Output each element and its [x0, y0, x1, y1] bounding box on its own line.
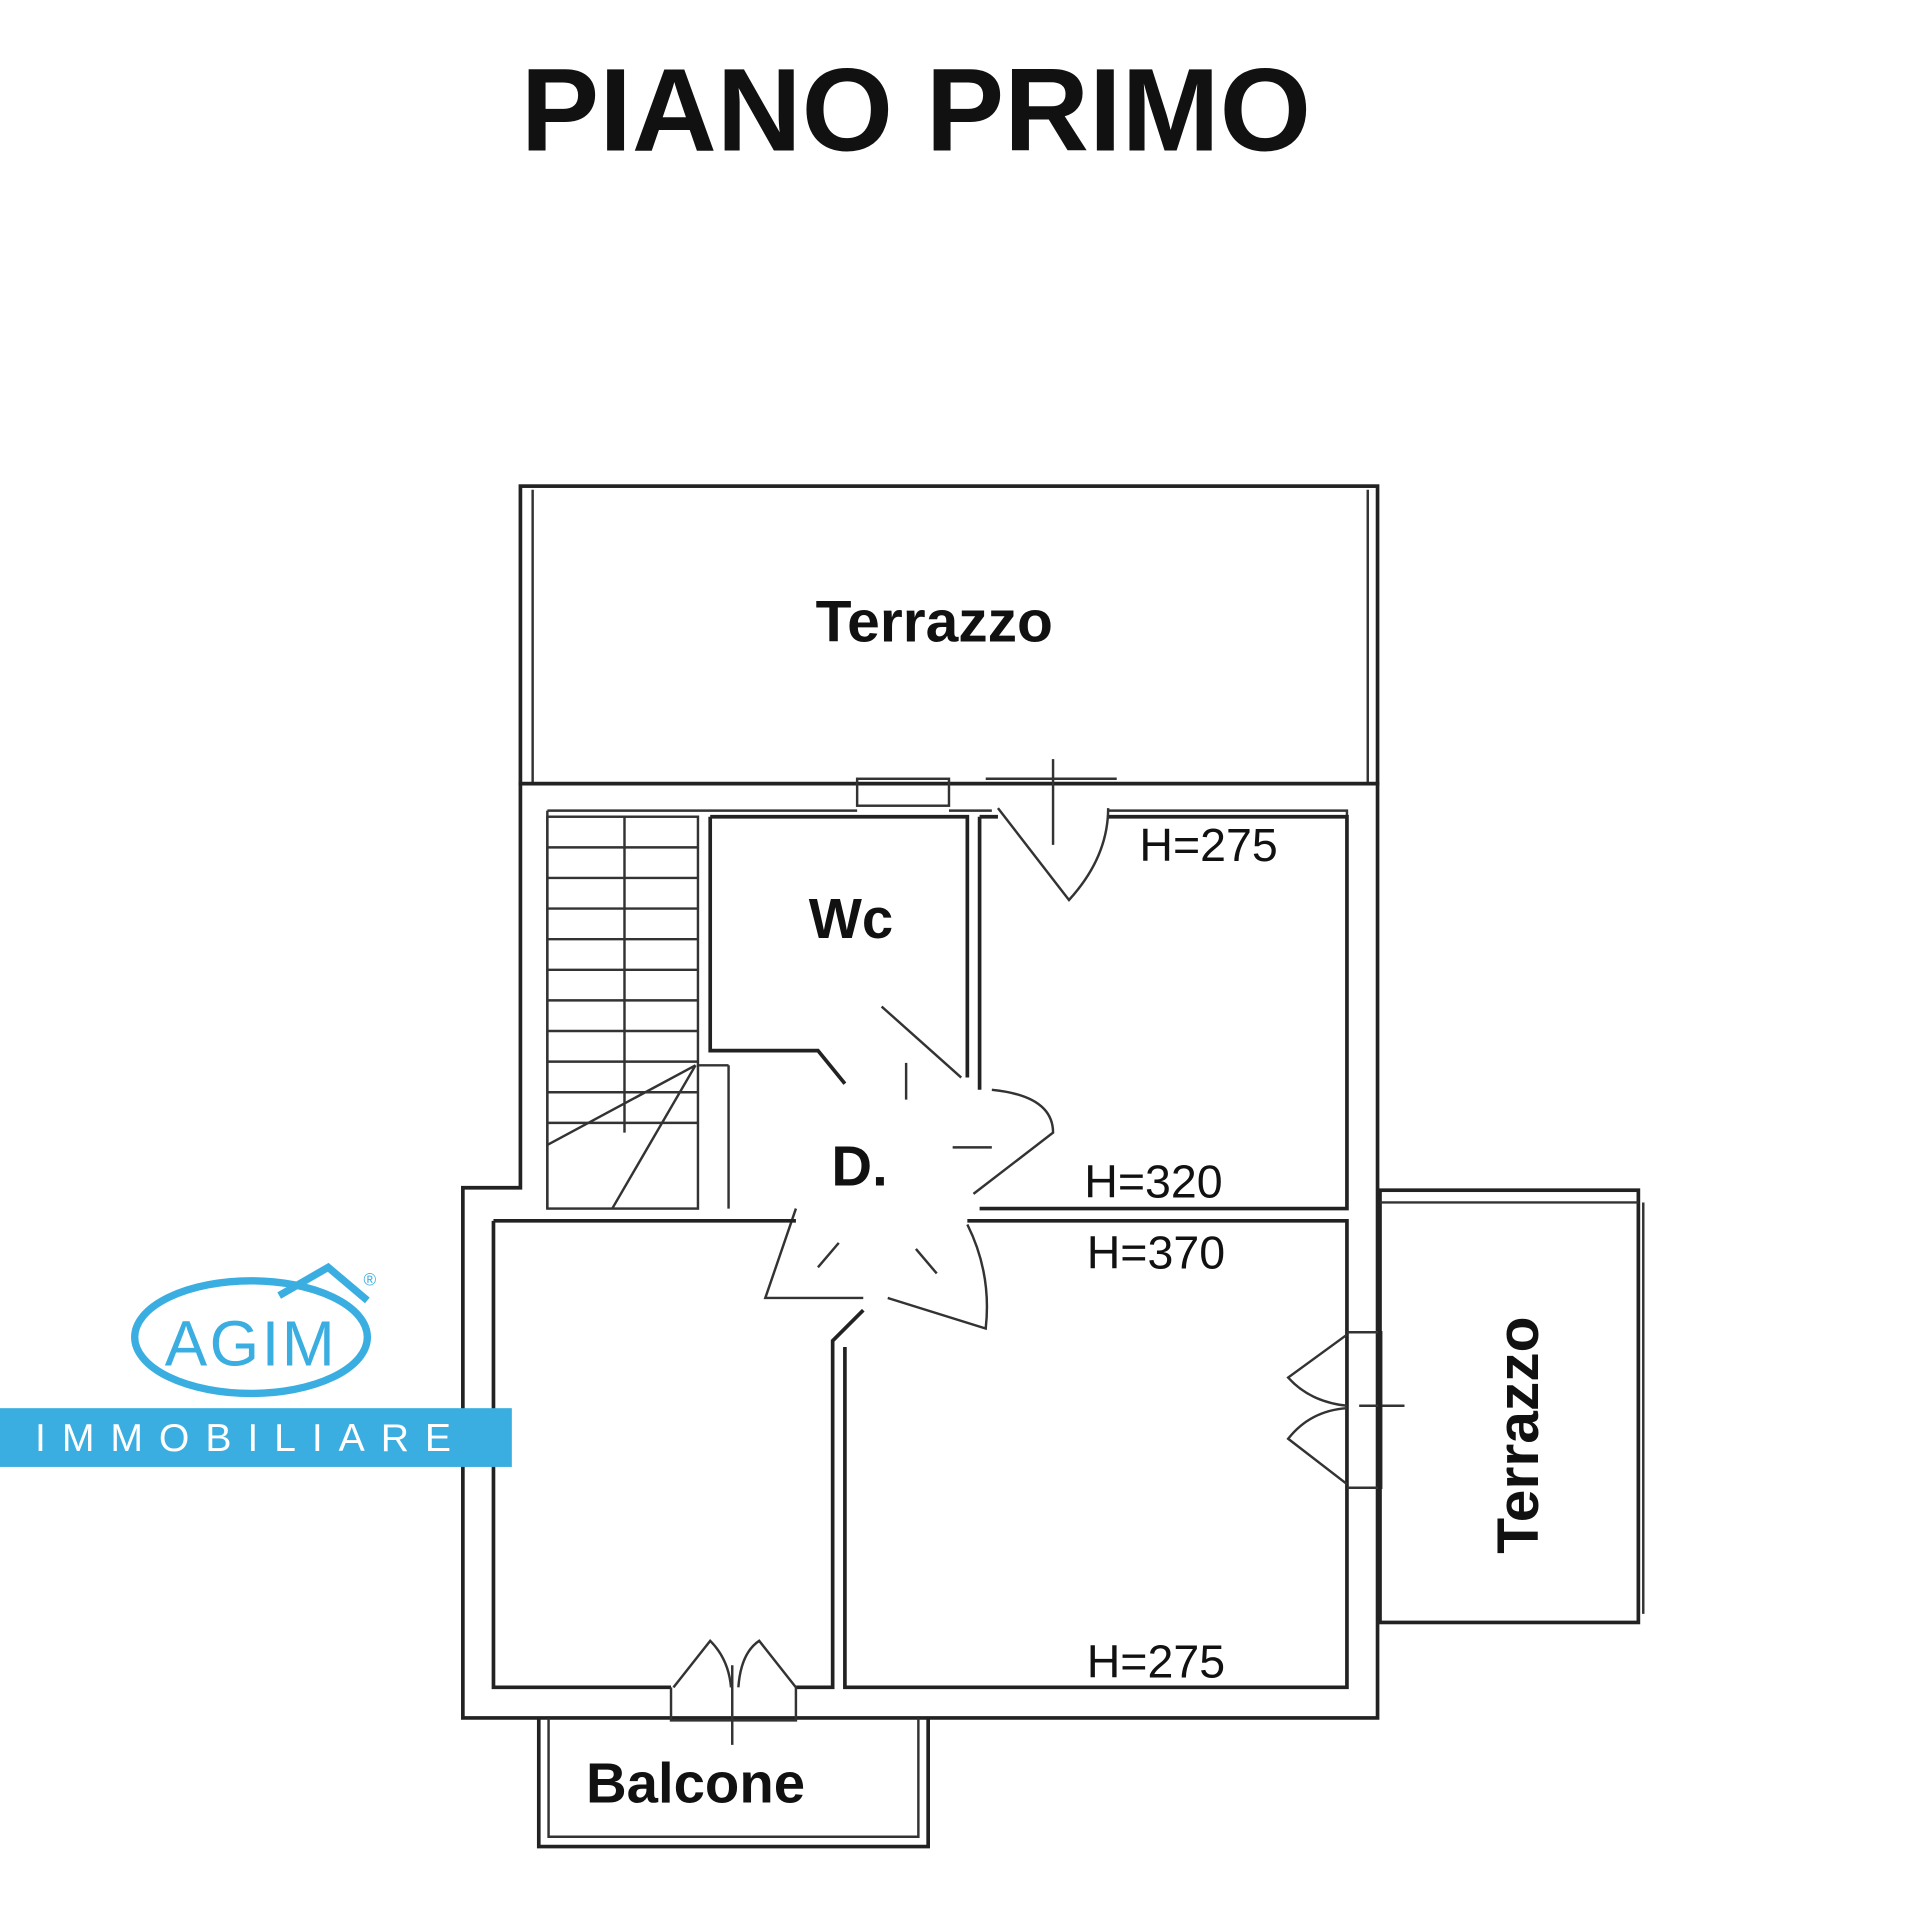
logo-subtitle: IMMOBILIARE [35, 1417, 467, 1460]
room-label-balcone: Balcone [586, 1751, 805, 1814]
page-title: PIANO PRIMO [521, 45, 1311, 176]
height-label-top-right: H=275 [1139, 819, 1277, 871]
outer-wall [461, 781, 1380, 1720]
room-bottom-left [491, 1218, 865, 1745]
room-label-terrazzo-top: Terrazzo [816, 590, 1053, 655]
agim-logo: AGIM ® IMMOBILIARE [0, 1262, 512, 1467]
height-label-bottom-right: H=275 [1087, 1636, 1225, 1688]
height-label-mid-upper: H=320 [1084, 1156, 1222, 1208]
room-label-disimpegno: D. [831, 1134, 887, 1197]
terrace-top: Terrazzo [518, 484, 1380, 786]
room-label-terrazzo-right: Terrazzo [1486, 1316, 1551, 1553]
terrace-right: Terrazzo [1378, 1188, 1645, 1625]
room-bottom-right: H=370 H=275 [843, 1218, 1405, 1690]
room-label-wc: Wc [809, 887, 893, 950]
height-label-mid-lower: H=370 [1087, 1227, 1225, 1279]
balcony: Balcone [536, 1717, 930, 1849]
staircase [546, 815, 730, 1210]
room-wc: Wc [708, 777, 970, 1085]
svg-text:AGIM: AGIM [165, 1308, 337, 1379]
svg-text:®: ® [363, 1270, 376, 1290]
room-top-right: H=275 [977, 759, 1349, 1211]
hallway: D. H=320 [763, 1062, 1223, 1331]
